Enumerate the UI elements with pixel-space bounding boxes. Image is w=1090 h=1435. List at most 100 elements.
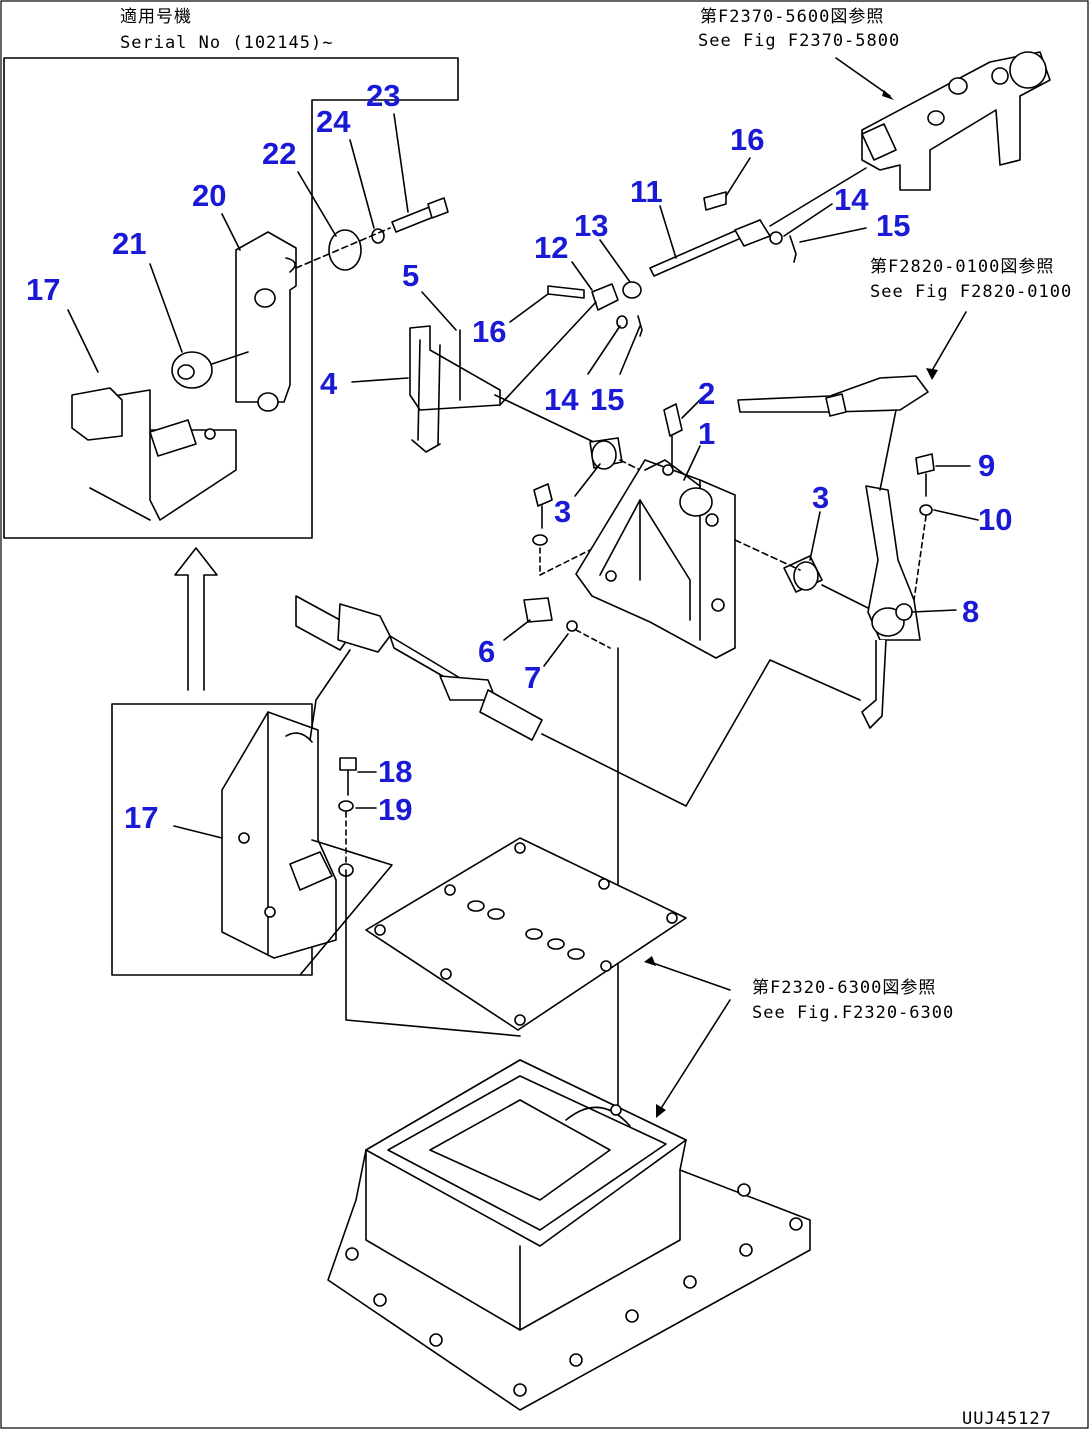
callout-16-upper: 16 [730, 122, 764, 157]
rod-clevis [479, 689, 543, 741]
reference-arrowhead [926, 368, 938, 380]
callout-6: 6 [478, 634, 495, 669]
plate-hole [600, 960, 612, 972]
bracket-flange [299, 839, 393, 976]
bracket-hole [662, 464, 674, 476]
bushing-end [591, 440, 617, 470]
reference-arrowhead [656, 1104, 666, 1118]
inset-top-box [3, 57, 459, 539]
switch-body [289, 851, 333, 891]
plate-port [487, 908, 505, 920]
link-line [541, 659, 861, 807]
leader [725, 157, 751, 197]
pin-part-16 [547, 285, 585, 299]
leader [574, 463, 601, 497]
mount-hole [204, 428, 216, 440]
bracket-hole [257, 392, 279, 412]
assembly-axis [539, 547, 591, 576]
reference-jp: 第F2820-0100図参照 [870, 257, 1054, 277]
plate-port [467, 900, 485, 912]
link-line [345, 869, 521, 1037]
washer-part-14-upper [769, 231, 783, 245]
callout-9: 9 [978, 448, 995, 483]
washer-part-22 [328, 229, 362, 271]
callout-12: 12 [534, 230, 568, 265]
inset-top-left: 適用号機 Serial No (102145)~ [3, 7, 459, 539]
housing-hole [513, 1383, 527, 1397]
bracket-part-1 [575, 459, 736, 659]
callout-7: 7 [524, 660, 541, 695]
clip-part-15 [637, 315, 643, 337]
callout-3-right: 3 [812, 480, 829, 515]
callout-16: 16 [472, 314, 506, 349]
mount-hole [238, 832, 250, 844]
callout-labels: 17 21 20 22 24 23 5 16 4 12 13 11 16 14 … [26, 78, 1012, 835]
callout-14: 14 [544, 382, 579, 417]
reference-en: See Fig.F2320-6300 [752, 1003, 954, 1023]
leader [211, 351, 249, 365]
rod-end [734, 219, 771, 247]
reference-jp: 第F2370-5600図参照 [700, 7, 884, 27]
valve-end [1009, 51, 1047, 89]
control-cable [737, 375, 929, 413]
callout-2: 2 [698, 376, 715, 411]
callout-4: 4 [320, 366, 338, 401]
reference-leader [835, 57, 891, 97]
assembly-axis [821, 584, 877, 613]
washer-part-19 [338, 800, 354, 812]
bushing-bore [177, 364, 195, 380]
housing-top-face [365, 1059, 687, 1247]
callout-10: 10 [978, 502, 1012, 537]
reference-arrowhead [882, 90, 894, 100]
leader [499, 301, 597, 406]
leader [349, 139, 375, 229]
washer [532, 534, 548, 546]
leader [783, 203, 833, 237]
leader [911, 609, 957, 613]
hollow-arrow [174, 547, 218, 691]
rod-boot [337, 603, 391, 653]
housing-rim [387, 1075, 667, 1231]
plate-hole [514, 1014, 526, 1026]
plate-hole [514, 842, 526, 854]
housing-hole [737, 1183, 751, 1197]
valve-port [927, 110, 945, 126]
callout-14-upper: 14 [834, 182, 869, 217]
valve-port [991, 67, 1009, 85]
washer-part-14 [616, 315, 628, 329]
linkage-assembly [409, 51, 1051, 501]
leader [149, 263, 183, 353]
washer-part-7 [566, 620, 578, 632]
bolt-part-3-left [533, 483, 553, 507]
housing-side [365, 1149, 521, 1331]
cable-link [879, 409, 897, 491]
housing-hole [373, 1293, 387, 1307]
assembly-axis [575, 629, 611, 649]
bushing-end [793, 561, 819, 591]
callout-19: 19 [378, 792, 412, 827]
bracket-hole [254, 288, 276, 308]
switch-body [149, 419, 197, 457]
reference-leader [649, 961, 731, 991]
callout-22: 22 [262, 136, 296, 171]
inset-lower-box [111, 703, 313, 976]
drawing-code: UUJ45127 [962, 1409, 1052, 1429]
plate-hole [666, 912, 678, 924]
lever-bore [895, 603, 913, 621]
leader [297, 171, 337, 237]
switch-block [71, 387, 123, 441]
reference-leader [929, 311, 967, 375]
leader [503, 619, 531, 641]
lever-end [411, 439, 441, 453]
reference-en: See Fig F2820-0100 [870, 282, 1072, 302]
leader [393, 113, 409, 213]
plate-hole [440, 968, 452, 980]
callout-17: 17 [26, 272, 60, 307]
reference-jp: 第F2320-6300図参照 [752, 978, 936, 998]
bolt-part-2 [663, 403, 683, 437]
valve-clevis [861, 123, 897, 161]
callout-24: 24 [316, 104, 351, 139]
leader [619, 325, 641, 375]
